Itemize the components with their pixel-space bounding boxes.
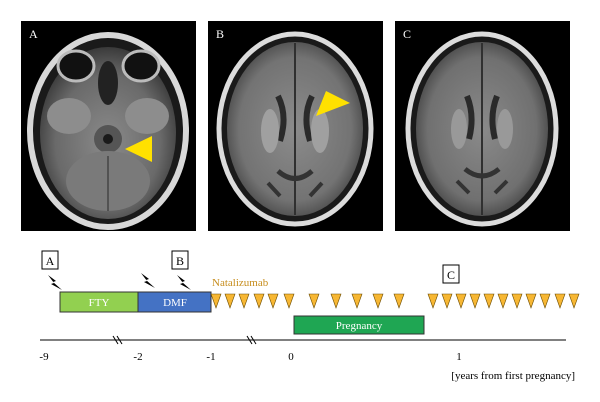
lightning-icon xyxy=(141,273,155,288)
svg-text:A: A xyxy=(46,254,55,268)
axis-caption: [years from first pregnancy] xyxy=(451,370,575,382)
infusion-marker xyxy=(483,293,495,309)
event-marker-c: C xyxy=(442,264,460,284)
svg-text:C: C xyxy=(447,268,455,282)
tick-label: -9 xyxy=(39,351,49,363)
tick-label: -1 xyxy=(206,351,215,363)
mri-panel-c: C xyxy=(395,21,570,231)
infusion-marker xyxy=(469,293,481,309)
tick-label: 0 xyxy=(288,351,294,363)
svg-text:DMF: DMF xyxy=(163,297,187,309)
treatment-bar-dmf: DMF xyxy=(137,291,212,313)
tick-label: -2 xyxy=(133,351,142,363)
event-marker-b: B xyxy=(171,250,189,270)
treatment-bar-fty: FTY xyxy=(59,291,139,313)
panel-label-b: B xyxy=(216,27,225,41)
infusion-marker xyxy=(497,293,509,309)
mri-image-b xyxy=(216,31,374,227)
yellow-arrow-icon xyxy=(125,136,152,162)
infusion-marker xyxy=(554,293,566,309)
event-marker-a: A xyxy=(41,250,59,270)
lightning-icon xyxy=(48,275,62,290)
mri-image-a xyxy=(27,32,189,230)
lightning-icon xyxy=(177,275,191,290)
svg-text:B: B xyxy=(176,254,184,268)
infusion-marker xyxy=(330,293,342,309)
infusion-marker xyxy=(224,293,236,309)
pregnancy-bar: Pregnancy xyxy=(293,315,425,335)
infusion-marker xyxy=(455,293,467,309)
svg-text:FTY: FTY xyxy=(89,297,110,309)
axis-break-icon xyxy=(112,335,123,345)
infusion-marker xyxy=(441,293,453,309)
mri-image-c xyxy=(405,31,559,227)
infusion-marker xyxy=(238,293,250,309)
infusion-marker xyxy=(283,293,295,309)
natalizumab-label: Natalizumab xyxy=(212,277,269,289)
infusion-marker xyxy=(253,293,265,309)
mri-panel-b: B xyxy=(208,21,383,231)
panel-label-c: C xyxy=(403,27,412,41)
infusion-marker xyxy=(372,293,384,309)
treatment-timeline: A B C FTY DMF Natalizumab Pregnancy xyxy=(39,250,580,382)
infusion-marker xyxy=(308,293,320,309)
infusion-marker xyxy=(267,293,279,309)
axis-break-icon xyxy=(246,335,257,345)
infusion-marker xyxy=(511,293,523,309)
panel-label-a: A xyxy=(29,27,38,41)
infusion-marker xyxy=(539,293,551,309)
tick-label: 1 xyxy=(456,351,462,363)
mri-panel-a: A xyxy=(21,21,196,231)
yellow-arrow-icon xyxy=(316,91,350,116)
natalizumab-infusions xyxy=(210,293,580,309)
infusion-marker xyxy=(568,293,580,309)
infusion-marker xyxy=(351,293,363,309)
svg-text:Pregnancy: Pregnancy xyxy=(336,320,383,332)
infusion-marker xyxy=(393,293,405,309)
infusion-marker xyxy=(427,293,439,309)
infusion-marker xyxy=(210,293,222,309)
infusion-marker xyxy=(525,293,537,309)
